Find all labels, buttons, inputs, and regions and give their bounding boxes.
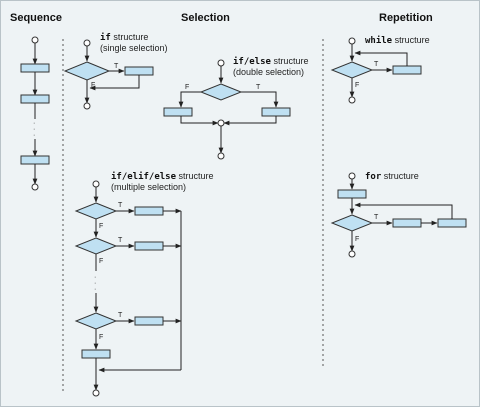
start-node — [348, 37, 356, 45]
false-label: F — [355, 82, 359, 89]
init-box — [337, 189, 367, 199]
if-else-structure-title: if/else structure — [233, 56, 308, 67]
header-sequence: Sequence — [10, 12, 62, 24]
action-box — [392, 218, 422, 228]
for-structure-flowchart: for structure T F — [330, 171, 467, 258]
action-box — [392, 65, 422, 75]
action-box — [261, 107, 291, 117]
while-structure-flowchart: while structure T F — [330, 35, 430, 104]
action-box — [20, 155, 50, 165]
ellipsis-dot: · — [94, 274, 96, 281]
increment-box — [437, 218, 467, 228]
true-label: T — [374, 61, 379, 68]
if-elif-else-structure-title: if/elif/else structure — [111, 171, 214, 182]
ellipsis-dot: · — [94, 286, 96, 293]
end-node — [217, 152, 225, 160]
start-node — [217, 59, 225, 67]
header-repetition: Repetition — [379, 12, 433, 24]
end-node — [83, 102, 91, 110]
merge-node — [217, 119, 225, 127]
action-box — [20, 63, 50, 73]
if-elif-else-structure-subtitle: (multiple selection) — [111, 182, 186, 192]
end-node — [348, 96, 356, 104]
true-label: T — [374, 214, 379, 221]
true-label: T — [118, 202, 123, 209]
ellipsis-dot: · — [33, 132, 35, 139]
false-label: F — [355, 236, 359, 243]
if-structure-flowchart: if structure (single selection) T F — [63, 32, 168, 110]
action-box — [134, 241, 164, 251]
start-node — [348, 172, 356, 180]
action-box — [134, 316, 164, 326]
true-label: T — [114, 63, 119, 70]
end-node — [31, 183, 39, 191]
false-label: F — [91, 82, 95, 89]
start-node — [83, 39, 91, 47]
ellipsis-dot: · — [33, 120, 35, 127]
true-label: T — [256, 84, 261, 91]
decision-diamond — [74, 237, 118, 255]
decision-diamond — [63, 61, 111, 81]
if-structure-subtitle: (single selection) — [100, 43, 168, 53]
end-node — [348, 250, 356, 258]
decision-diamond — [74, 312, 118, 330]
while-structure-title: while structure — [365, 35, 430, 46]
action-box — [81, 349, 111, 359]
decision-diamond — [330, 214, 374, 232]
if-elif-else-structure-flowchart: if/elif/else structure (multiple selecti… — [74, 171, 214, 397]
true-label: T — [118, 237, 123, 244]
false-label: F — [99, 223, 103, 230]
for-structure-title: for structure — [365, 171, 419, 182]
action-box — [134, 206, 164, 216]
decision-diamond — [330, 61, 374, 79]
ellipsis-dot: · — [94, 280, 96, 287]
header-selection: Selection — [181, 12, 230, 24]
action-box — [163, 107, 193, 117]
if-else-structure-subtitle: (double selection) — [233, 67, 304, 77]
sequence-flowchart: · · · — [20, 36, 50, 191]
if-else-structure-flowchart: if/else structure (double selection) F T — [163, 56, 308, 160]
false-label: F — [99, 334, 103, 341]
ellipsis-dot: · — [33, 126, 35, 133]
true-label: T — [118, 312, 123, 319]
if-structure-title: if structure — [100, 32, 148, 43]
end-node — [92, 389, 100, 397]
false-label: F — [185, 84, 189, 91]
decision-diamond — [199, 83, 243, 101]
decision-diamond — [74, 202, 118, 220]
start-node — [31, 36, 39, 44]
false-label: F — [99, 258, 103, 265]
start-node — [92, 180, 100, 188]
action-box — [124, 66, 154, 76]
action-box — [20, 94, 50, 104]
